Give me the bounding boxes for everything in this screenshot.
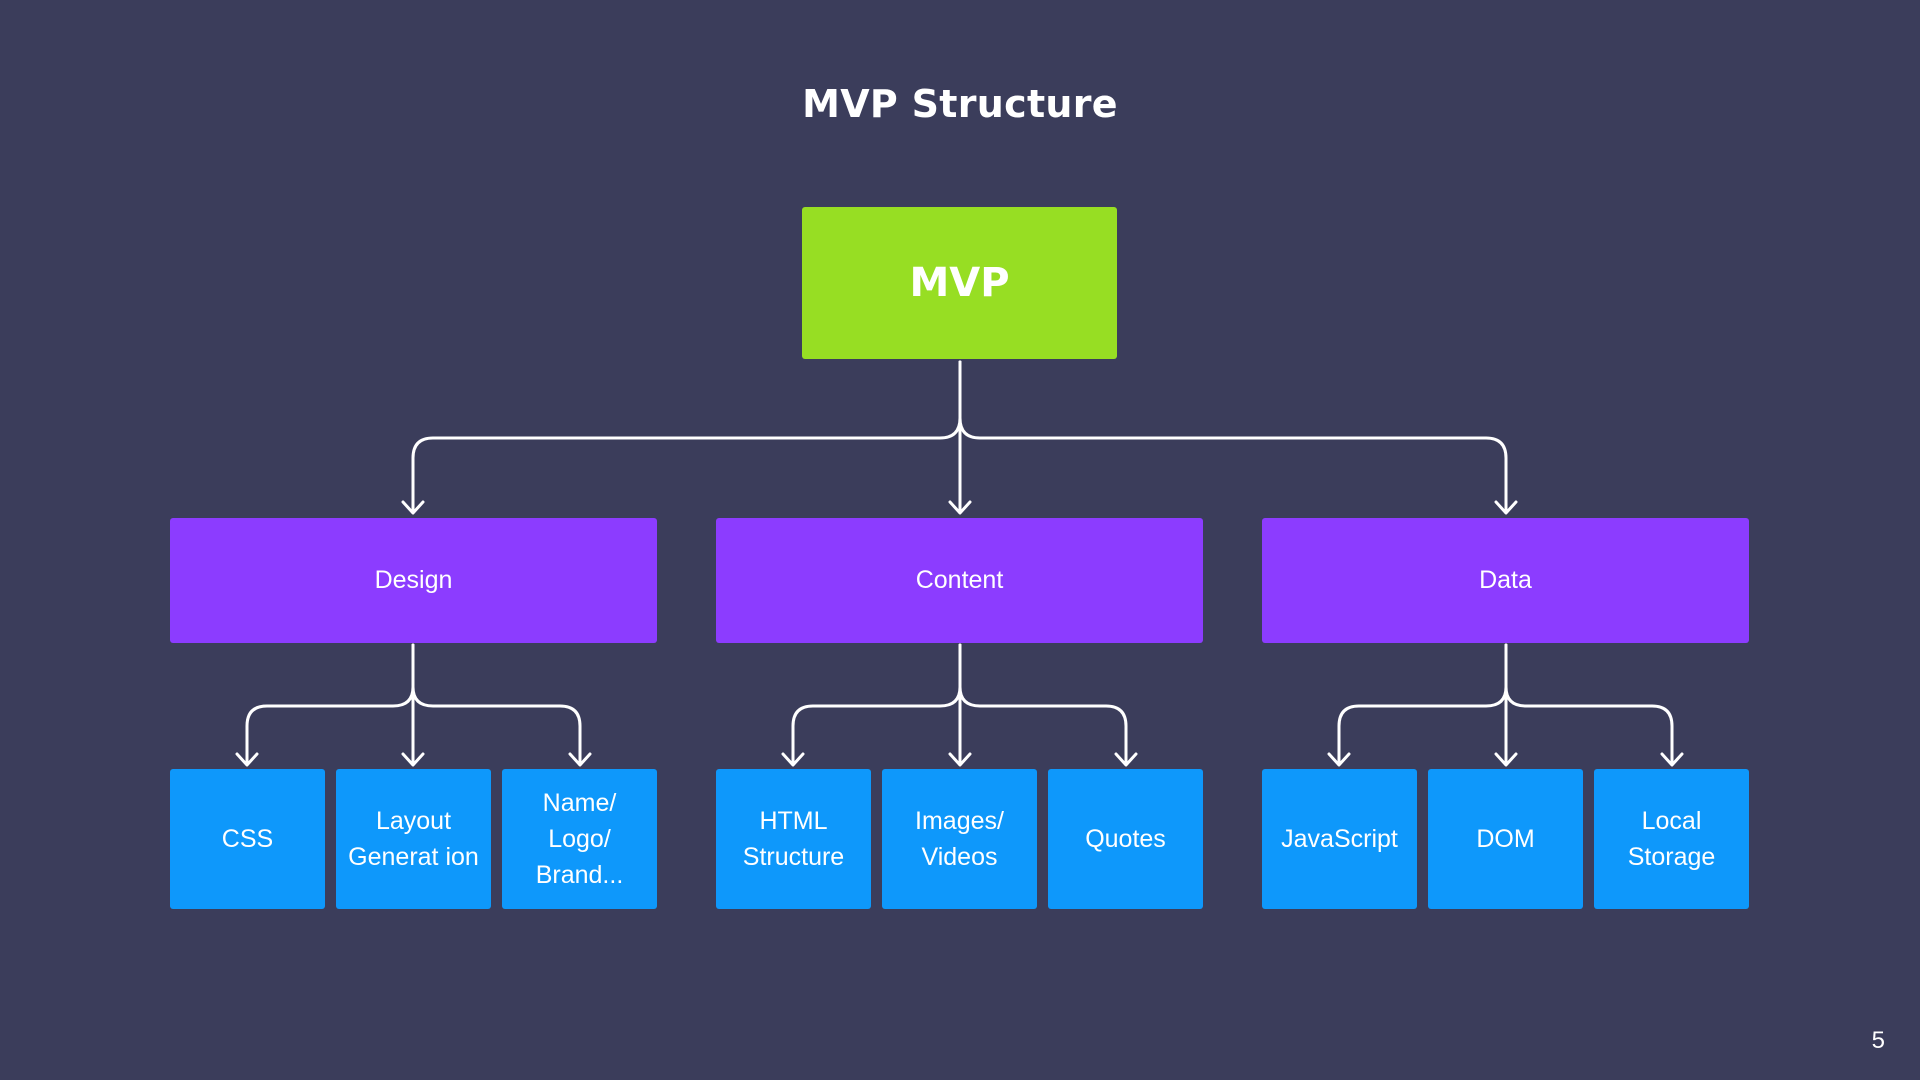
- connector-root-design: [411, 360, 962, 514]
- local-storage-node: Local Storage: [1594, 769, 1749, 909]
- dom-node: DOM: [1428, 769, 1583, 909]
- images-videos-node: Images/ Videos: [882, 769, 1037, 909]
- design-node: Design: [170, 518, 657, 643]
- page-number: 5: [1871, 1027, 1885, 1054]
- connector-content-leaves: [791, 643, 962, 766]
- html-structure-node: HTML Structure: [716, 769, 871, 909]
- name-logo-brand-node: Name/ Logo/ Brand...: [502, 769, 657, 909]
- css-node: CSS: [170, 769, 325, 909]
- connector-root-data: [958, 360, 1508, 514]
- connector-design-leaves: [245, 643, 415, 766]
- quotes-node: Quotes: [1048, 769, 1203, 909]
- data-node: Data: [1262, 518, 1749, 643]
- content-node: Content: [716, 518, 1203, 643]
- javascript-node: JavaScript: [1262, 769, 1417, 909]
- mvp-root-node: MVP: [802, 207, 1117, 359]
- slide-title: MVP Structure: [802, 82, 1118, 126]
- connector-data-leaves: [1337, 643, 1508, 766]
- layout-generation-node: Layout Generat ion: [336, 769, 491, 909]
